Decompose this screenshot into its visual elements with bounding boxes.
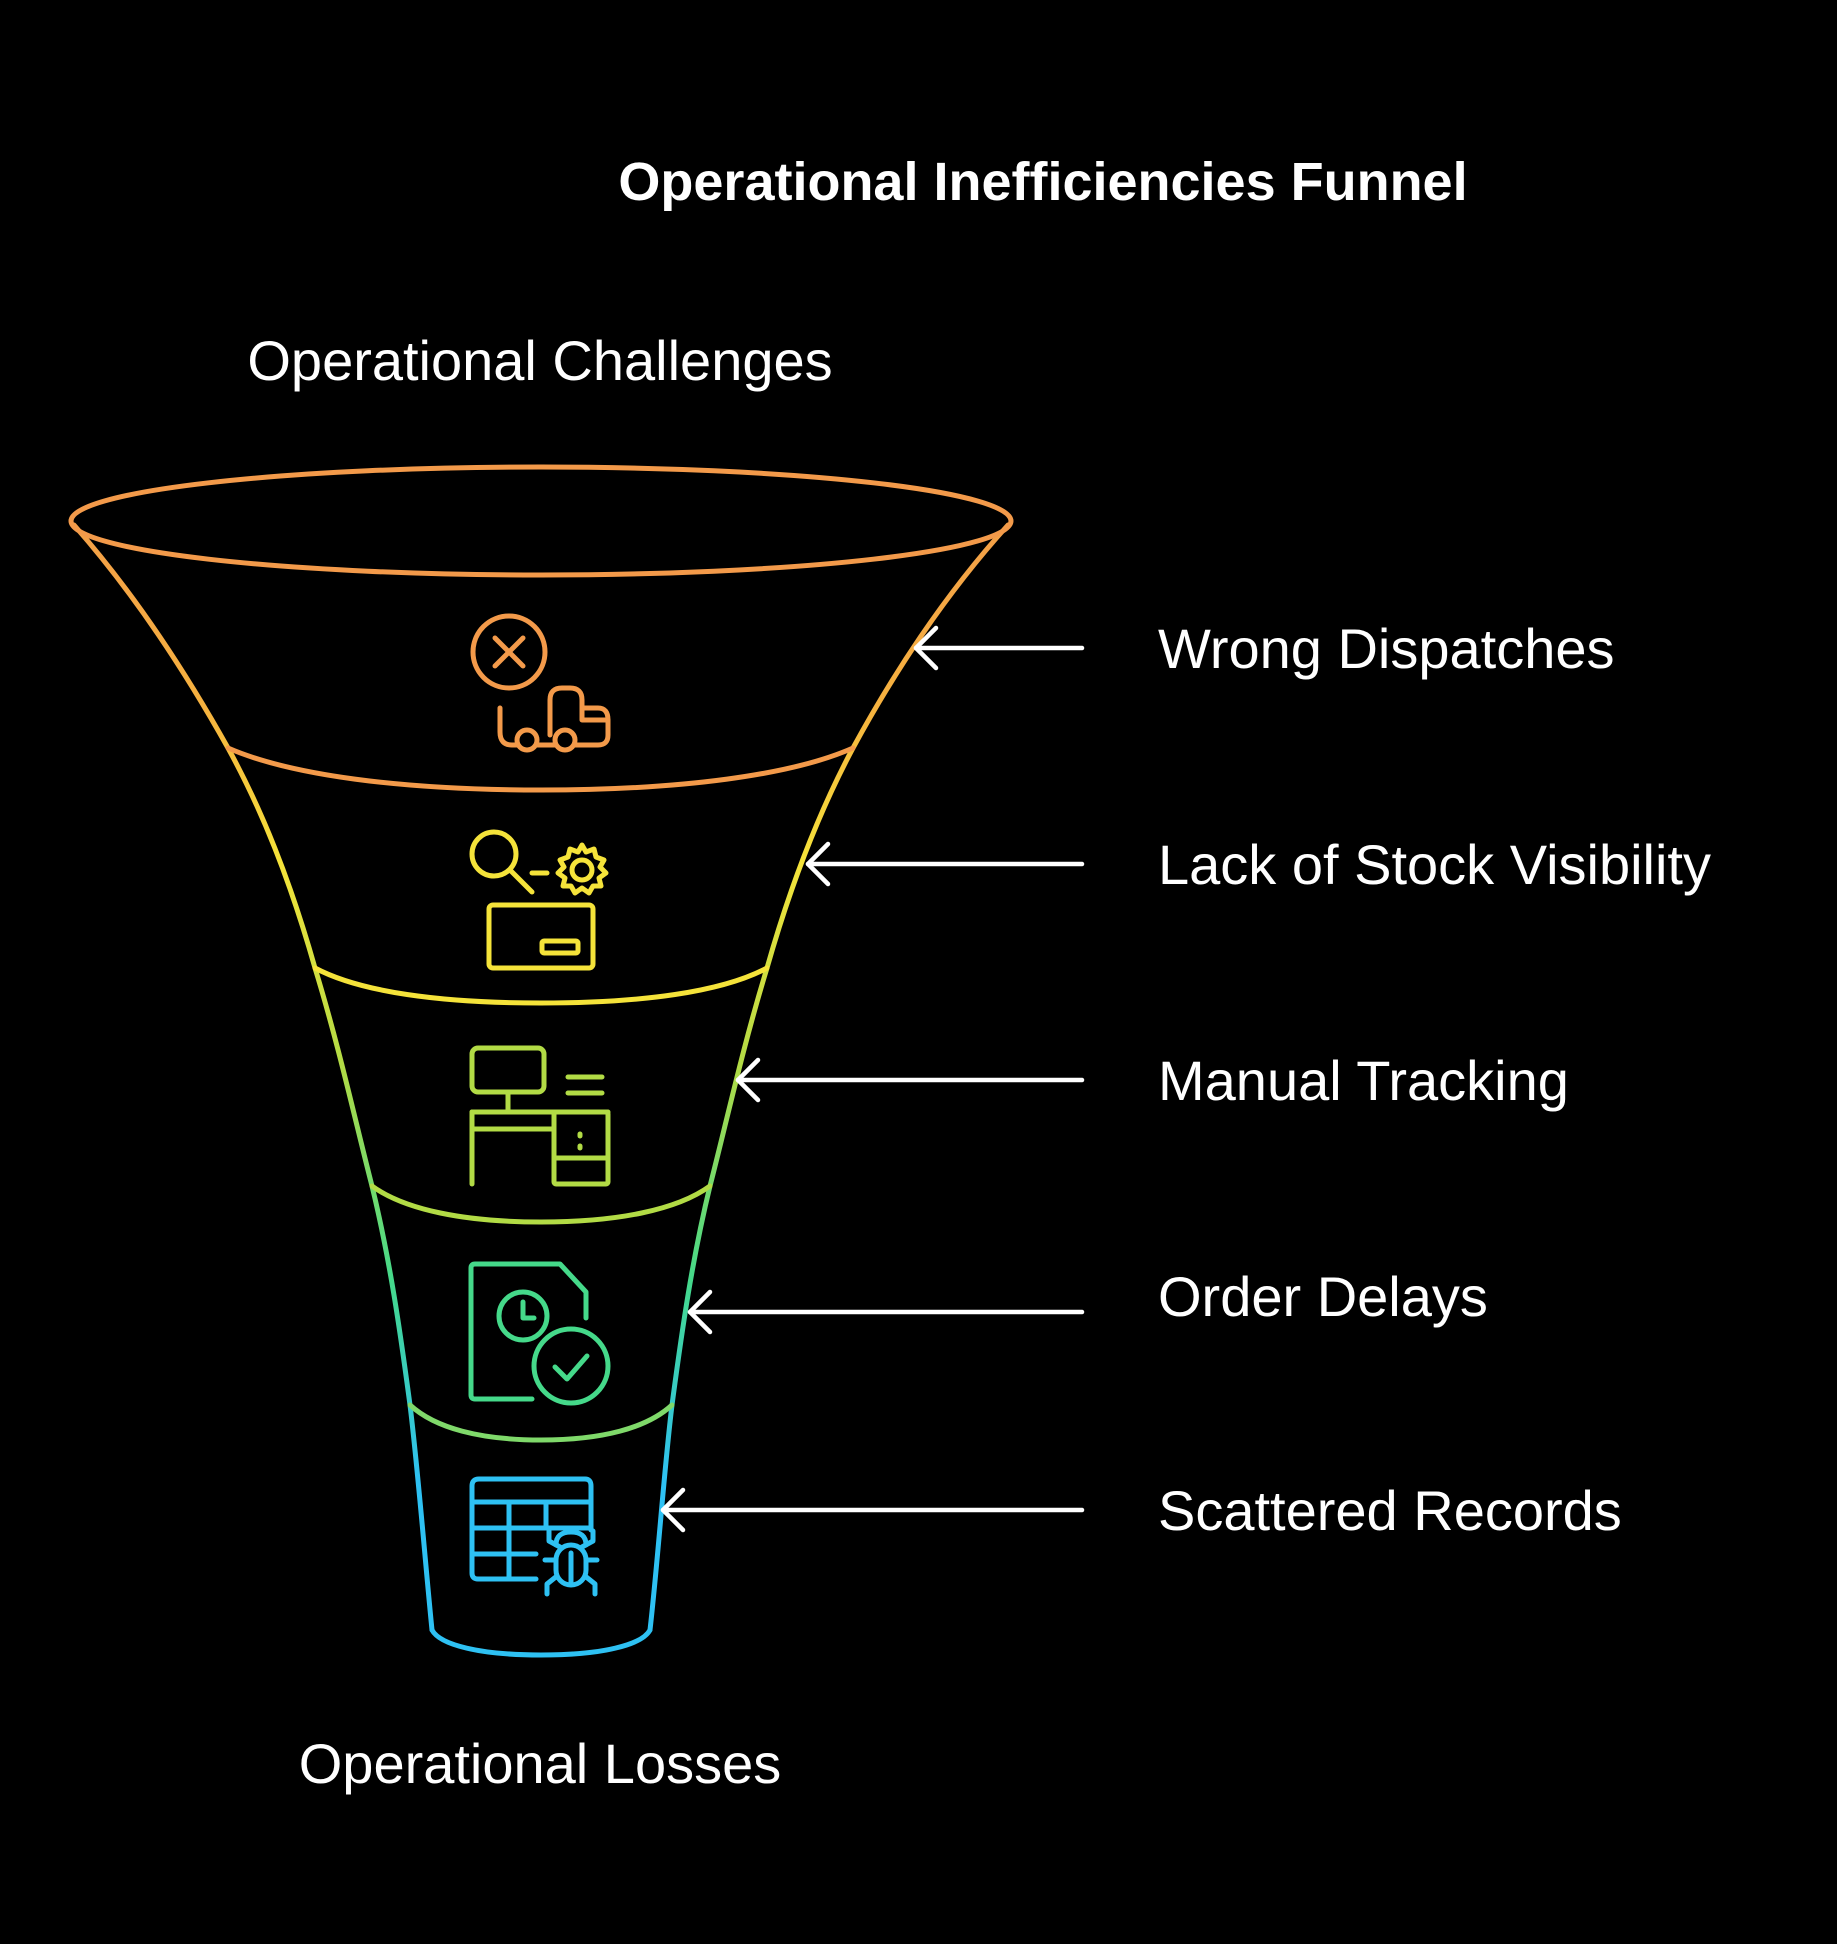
stage-label-scattered-records: Scattered Records (1158, 1479, 1622, 1542)
divider-3 (369, 1183, 713, 1225)
funnel-outline (68, 464, 1014, 1658)
funnel-left-edge (71, 522, 435, 1633)
stage-arrows (660, 625, 1085, 1533)
funnel-rim (68, 464, 1014, 578)
stage-label-manual-tracking: Manual Tracking (1158, 1049, 1569, 1112)
diagram-title: Operational Inefficiencies Funnel (618, 152, 1467, 212)
arrow-wrong-dispatches (913, 625, 1085, 671)
divider-4 (407, 1402, 675, 1443)
delivery-truck-cancel-icon (470, 613, 611, 753)
table-bug-icon (469, 1476, 600, 1597)
funnel-base (429, 1627, 653, 1658)
inventory-search-settings-icon (469, 829, 609, 971)
divider-1 (225, 745, 856, 793)
divider-2 (312, 965, 770, 1006)
office-desk-computer-icon (469, 1045, 611, 1187)
arrow-order-delays (687, 1289, 1085, 1335)
stage-label-wrong-dispatches: Wrong Dispatches (1158, 617, 1615, 680)
arrow-stock-visibility (805, 841, 1085, 887)
stage-label-order-delays: Order Delays (1158, 1265, 1488, 1328)
funnel-right-edge (647, 522, 1011, 1633)
document-clock-check-icon (468, 1261, 611, 1406)
funnel-bottom-label: Operational Losses (299, 1732, 782, 1795)
funnel-top-label: Operational Challenges (247, 329, 832, 392)
stage-label-stock-visibility: Lack of Stock Visibility (1158, 833, 1711, 896)
arrow-manual-tracking (735, 1057, 1085, 1103)
arrow-scattered-records (660, 1487, 1085, 1533)
